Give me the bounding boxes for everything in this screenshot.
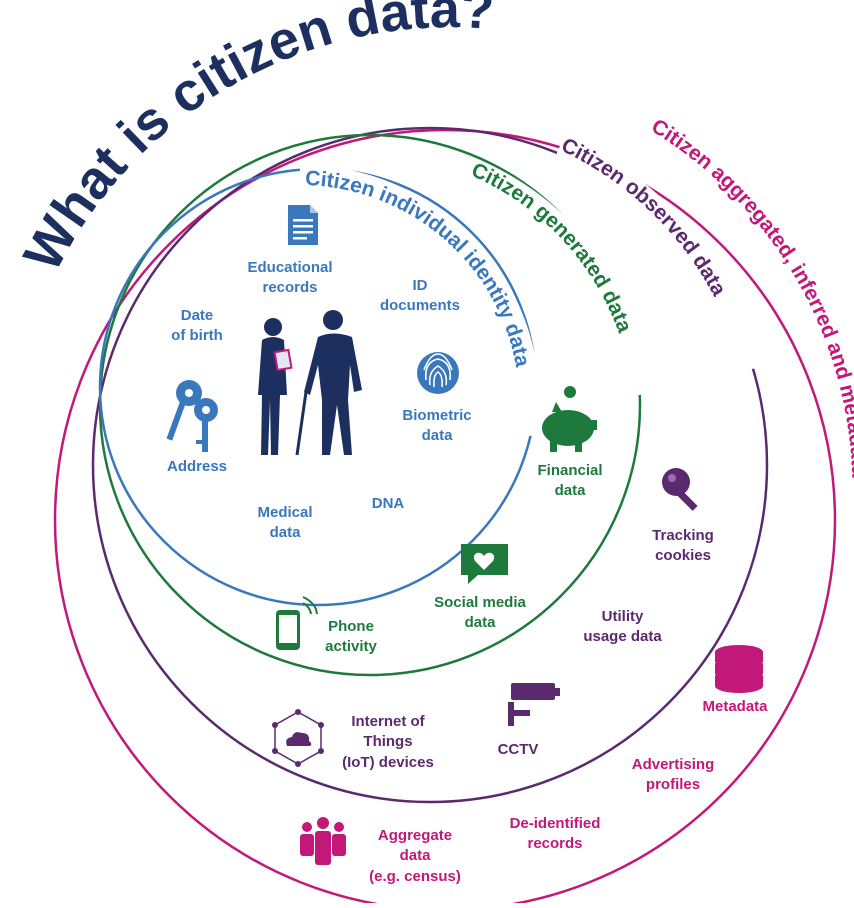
social-media-data-label: Social media data — [434, 594, 526, 632]
iot-cloud-icon — [272, 709, 324, 767]
social-heart-icon — [461, 544, 508, 584]
id-documents-label: ID documents — [379, 277, 460, 315]
cctv-label: CCTV — [497, 741, 539, 758]
phone-activity-label: Phone activity — [325, 618, 377, 656]
document-icon — [288, 205, 318, 245]
cctv-camera-icon — [508, 683, 560, 726]
utility-usage-data-label: Utility usage data — [583, 608, 662, 646]
iot-devices-label: Internet of Things (IoT) devices — [342, 713, 434, 771]
date-of-birth-label: Date of birth — [171, 307, 223, 345]
fingerprint-icon — [417, 352, 459, 394]
database-icon — [715, 645, 763, 693]
phone-icon — [276, 596, 318, 650]
aggregate-data-label: Aggregate data (e.g. census) — [369, 827, 461, 885]
financial-data-label: Financial data — [537, 462, 603, 500]
ring-aggregated — [53, 128, 837, 908]
ring-observed — [91, 126, 769, 804]
educational-records-label: Educational records — [247, 259, 333, 297]
medical-data-label: Medical data — [257, 504, 313, 542]
dna-label: DNA — [371, 495, 405, 512]
advertising-profiles-label: Advertising profiles — [631, 756, 715, 794]
group-people-icon — [300, 817, 346, 865]
people-icon — [258, 310, 362, 456]
piggy-bank-icon — [542, 386, 597, 452]
metadata-label: Metadata — [702, 698, 768, 715]
deidentified-records-label: De-identified records — [509, 815, 601, 853]
magnifier-icon — [662, 468, 698, 511]
keys-icon — [166, 380, 218, 452]
biometric-data-label: Biometric data — [402, 407, 472, 445]
address-label: Address — [166, 458, 228, 475]
tracking-cookies-label: Tracking cookies — [652, 527, 714, 565]
